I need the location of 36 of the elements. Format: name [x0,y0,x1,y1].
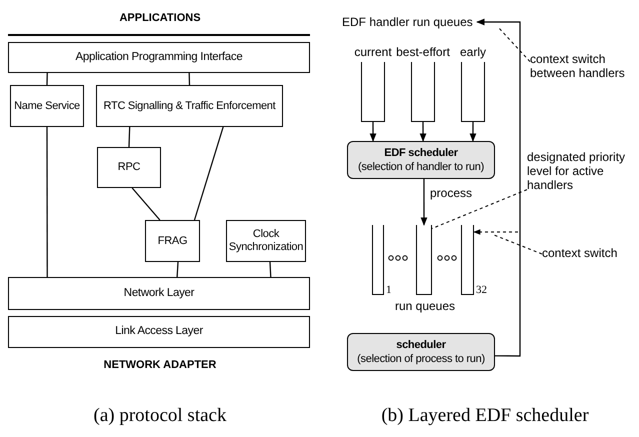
section-label: APPLICATIONS [118,11,202,26]
layer-box: Link Access Layer [8,316,310,348]
protocol-box: RTC Signalling & Traffic Enforcement [96,85,283,127]
protocol-box: FRAG [145,220,200,262]
leader-line [498,26,530,62]
scheduler-box: scheduler (selection of process to run) [347,333,495,371]
layer-box: Network Layer [8,277,310,310]
annotation-text: context switch between handlers [530,52,635,84]
section-label: NETWORK ADAPTER [102,358,218,373]
connector-arrow [470,122,476,142]
queue-heading: EDF handler run queues [342,14,477,30]
run-queue-shape [461,225,474,295]
queue-label: best-effort [396,44,450,60]
connector-arrow [370,122,376,142]
caption-text: (b) Layered EDF scheduler [380,404,590,428]
queue-label: current [354,44,392,60]
queue-label: early [460,44,486,60]
protocol-box: RPC [97,147,161,188]
connector-arrow [420,122,426,142]
section-label: run queues [394,298,456,315]
caption-text: (a) protocol stack [92,404,228,428]
run-queue-shape [372,225,384,295]
leader-line [432,189,528,229]
annotation-text: designated priority level for active handlers [527,150,635,194]
connector-arrow [476,18,521,357]
protocol-box: Name Service [10,85,84,127]
queue-number: 32 [476,285,487,296]
leader-line [494,234,542,254]
run-queue-shape [416,225,432,295]
connector-arrow [420,179,428,226]
connector-arrow [473,229,518,235]
protocol-box: Clock Synchronization [226,220,306,262]
layer-box: Application Programming Interface [8,42,310,73]
annotation-text: context switch [542,246,638,262]
queue-number: 1 [386,285,392,296]
scheduler-box: EDF scheduler (selection of handler to run) [347,141,495,179]
